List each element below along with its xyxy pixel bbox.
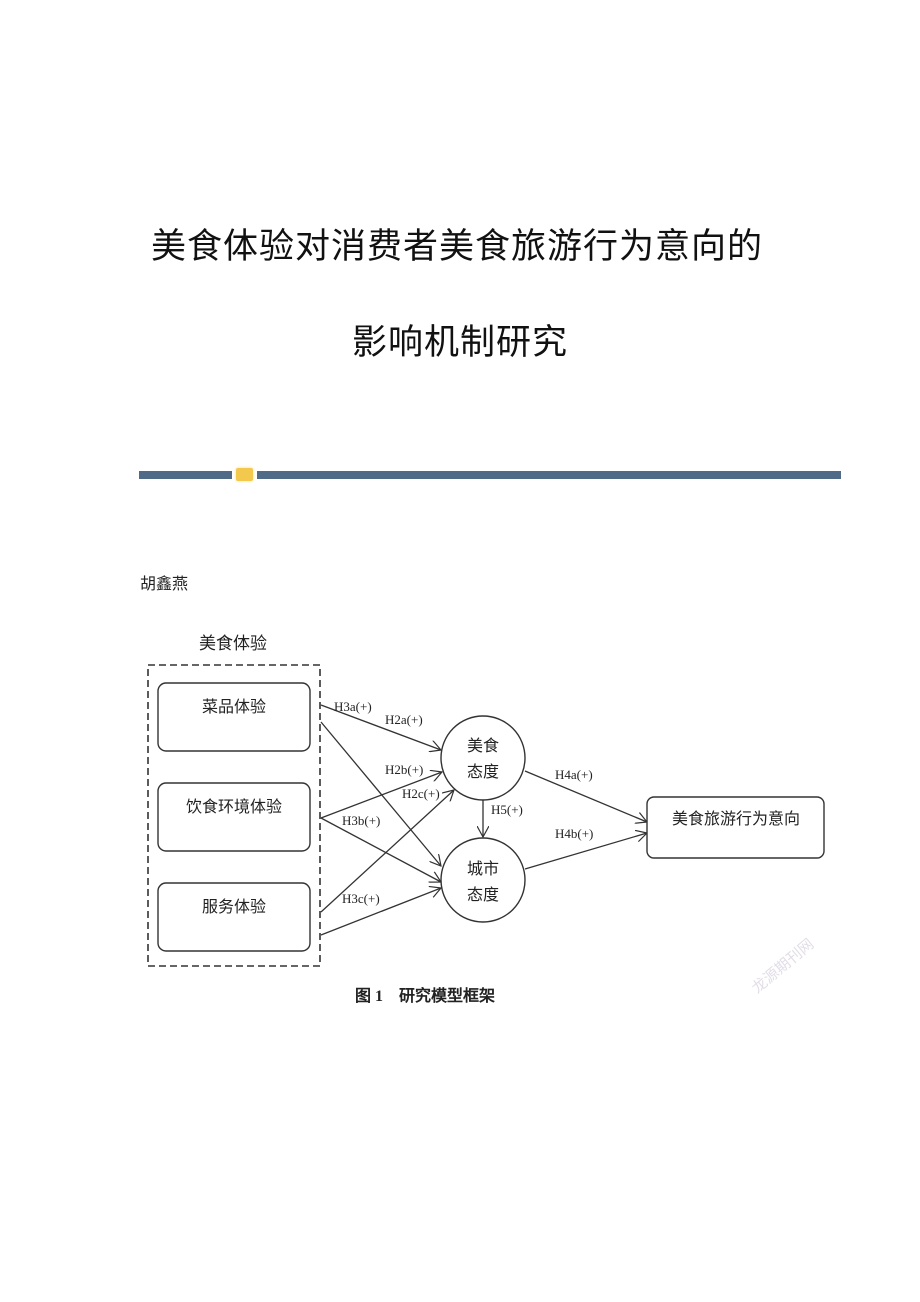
label-h2b: H2b(+) bbox=[385, 762, 423, 777]
group-label: 美食体验 bbox=[199, 634, 267, 653]
svg-text:城市: 城市 bbox=[467, 860, 499, 878]
svg-text:饮食环境体验: 饮食环境体验 bbox=[186, 797, 282, 816]
mediator-city-attitude: 城市 态度 bbox=[440, 837, 526, 923]
box-environment: 饮食环境体验 bbox=[157, 782, 311, 852]
label-h3a: H3a(+) bbox=[334, 699, 372, 714]
label-h3c: H3c(+) bbox=[342, 891, 380, 906]
box-dish: 菜品体验 bbox=[157, 682, 311, 752]
path-labels: H3a(+) H2a(+) H2b(+) H2c(+) H3b(+) H3c(+… bbox=[334, 699, 593, 906]
label-h5: H5(+) bbox=[491, 802, 523, 817]
title-line-2: 影响机制研究 bbox=[351, 323, 568, 363]
divider-right bbox=[257, 471, 841, 479]
author: 胡鑫燕 bbox=[140, 574, 189, 593]
label-h2a: H2a(+) bbox=[385, 712, 423, 727]
mediator-food-attitude: 美食 态度 bbox=[440, 715, 526, 801]
outcome-box: 美食旅游行为意向 bbox=[646, 796, 825, 859]
figure-caption: 图 1 研究模型框架 bbox=[355, 986, 495, 1005]
svg-text:美食旅游行为意向: 美食旅游行为意向 bbox=[672, 809, 800, 828]
label-h3b: H3b(+) bbox=[342, 813, 380, 828]
box-service: 服务体验 bbox=[157, 882, 311, 952]
experience-group-border bbox=[147, 664, 321, 967]
divider-left bbox=[139, 471, 232, 479]
svg-text:服务体验: 服务体验 bbox=[202, 898, 266, 916]
svg-text:态度: 态度 bbox=[467, 763, 499, 781]
label-h4b: H4b(+) bbox=[555, 826, 593, 841]
svg-text:态度: 态度 bbox=[467, 886, 499, 904]
title-line-1: 美食体验对消费者美食旅游行为意向的 bbox=[150, 227, 763, 267]
svg-text:菜品体验: 菜品体验 bbox=[202, 698, 266, 716]
label-h2c: H2c(+) bbox=[402, 786, 440, 801]
label-h4a: H4a(+) bbox=[555, 767, 593, 782]
path-arrows bbox=[320, 704, 647, 936]
svg-text:美食: 美食 bbox=[467, 737, 499, 755]
divider-ornament-icon bbox=[236, 468, 253, 481]
